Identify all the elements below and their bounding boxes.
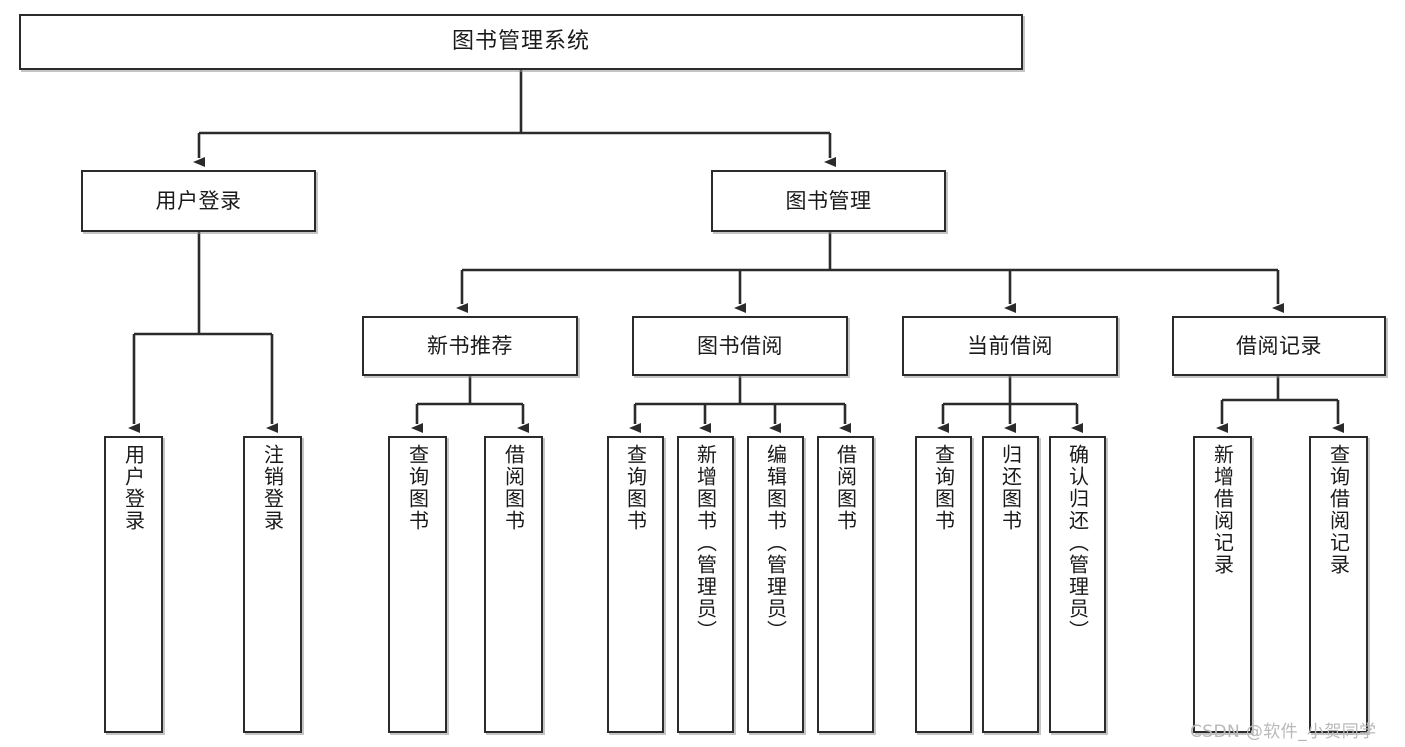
node-label: 查询借阅记录 bbox=[1326, 444, 1351, 576]
leaf-current-borrow-1[interactable]: 查询图书 bbox=[915, 436, 972, 733]
node-label: 借阅图书 bbox=[501, 444, 526, 532]
leaf-borrow-record-1[interactable]: 新增借阅记录 bbox=[1193, 436, 1252, 733]
leaf-current-borrow-3[interactable]: 确认归还（管理员） bbox=[1049, 436, 1106, 733]
node-label: 注销登录 bbox=[260, 444, 285, 532]
csdn-watermark: CSDN @软件_小贺同学 bbox=[1190, 722, 1377, 742]
node-label: 查询图书 bbox=[405, 444, 430, 532]
node-current-borrowing[interactable]: 当前借阅 bbox=[902, 316, 1118, 376]
node-label: 借阅图书 bbox=[833, 444, 858, 532]
leaf-book-borrow-2[interactable]: 新增图书（管理员） bbox=[677, 436, 734, 733]
node-label: 图书管理系统 bbox=[451, 29, 590, 55]
node-label: 新增借阅记录 bbox=[1210, 444, 1235, 576]
node-label: 当前借阅 bbox=[967, 333, 1053, 358]
node-label: 编辑图书（管理员） bbox=[763, 444, 788, 642]
node-label: 归还图书 bbox=[998, 444, 1023, 532]
leaf-current-borrow-2[interactable]: 归还图书 bbox=[982, 436, 1039, 733]
leaf-new-book-1[interactable]: 查询图书 bbox=[388, 436, 447, 733]
leaf-book-borrow-4[interactable]: 借阅图书 bbox=[817, 436, 874, 733]
node-label: 图书借阅 bbox=[697, 333, 783, 358]
node-label: 查询图书 bbox=[931, 444, 956, 532]
node-label: 新书推荐 bbox=[427, 333, 513, 358]
node-book-management[interactable]: 图书管理 bbox=[711, 170, 946, 232]
leaf-book-borrow-1[interactable]: 查询图书 bbox=[607, 436, 664, 733]
leaf-user-login-2[interactable]: 注销登录 bbox=[243, 436, 302, 733]
leaf-borrow-record-2[interactable]: 查询借阅记录 bbox=[1309, 436, 1368, 733]
leaf-book-borrow-3[interactable]: 编辑图书（管理员） bbox=[747, 436, 804, 733]
node-label: 查询图书 bbox=[623, 444, 648, 532]
leaf-new-book-2[interactable]: 借阅图书 bbox=[484, 436, 543, 733]
node-user-login[interactable]: 用户登录 bbox=[81, 170, 316, 232]
node-borrowing-record[interactable]: 借阅记录 bbox=[1172, 316, 1386, 376]
node-label: 图书管理 bbox=[785, 188, 872, 213]
node-label: 确认归还（管理员） bbox=[1065, 444, 1090, 642]
node-label: 用户登录 bbox=[121, 444, 146, 532]
node-label: 用户登录 bbox=[155, 188, 242, 213]
node-new-book-recommendation[interactable]: 新书推荐 bbox=[362, 316, 578, 376]
node-label: 新增图书（管理员） bbox=[693, 444, 718, 642]
node-root-book-management-system[interactable]: 图书管理系统 bbox=[19, 14, 1023, 70]
node-label: 借阅记录 bbox=[1236, 333, 1322, 358]
leaf-user-login-1[interactable]: 用户登录 bbox=[104, 436, 163, 733]
node-book-borrowing[interactable]: 图书借阅 bbox=[632, 316, 848, 376]
